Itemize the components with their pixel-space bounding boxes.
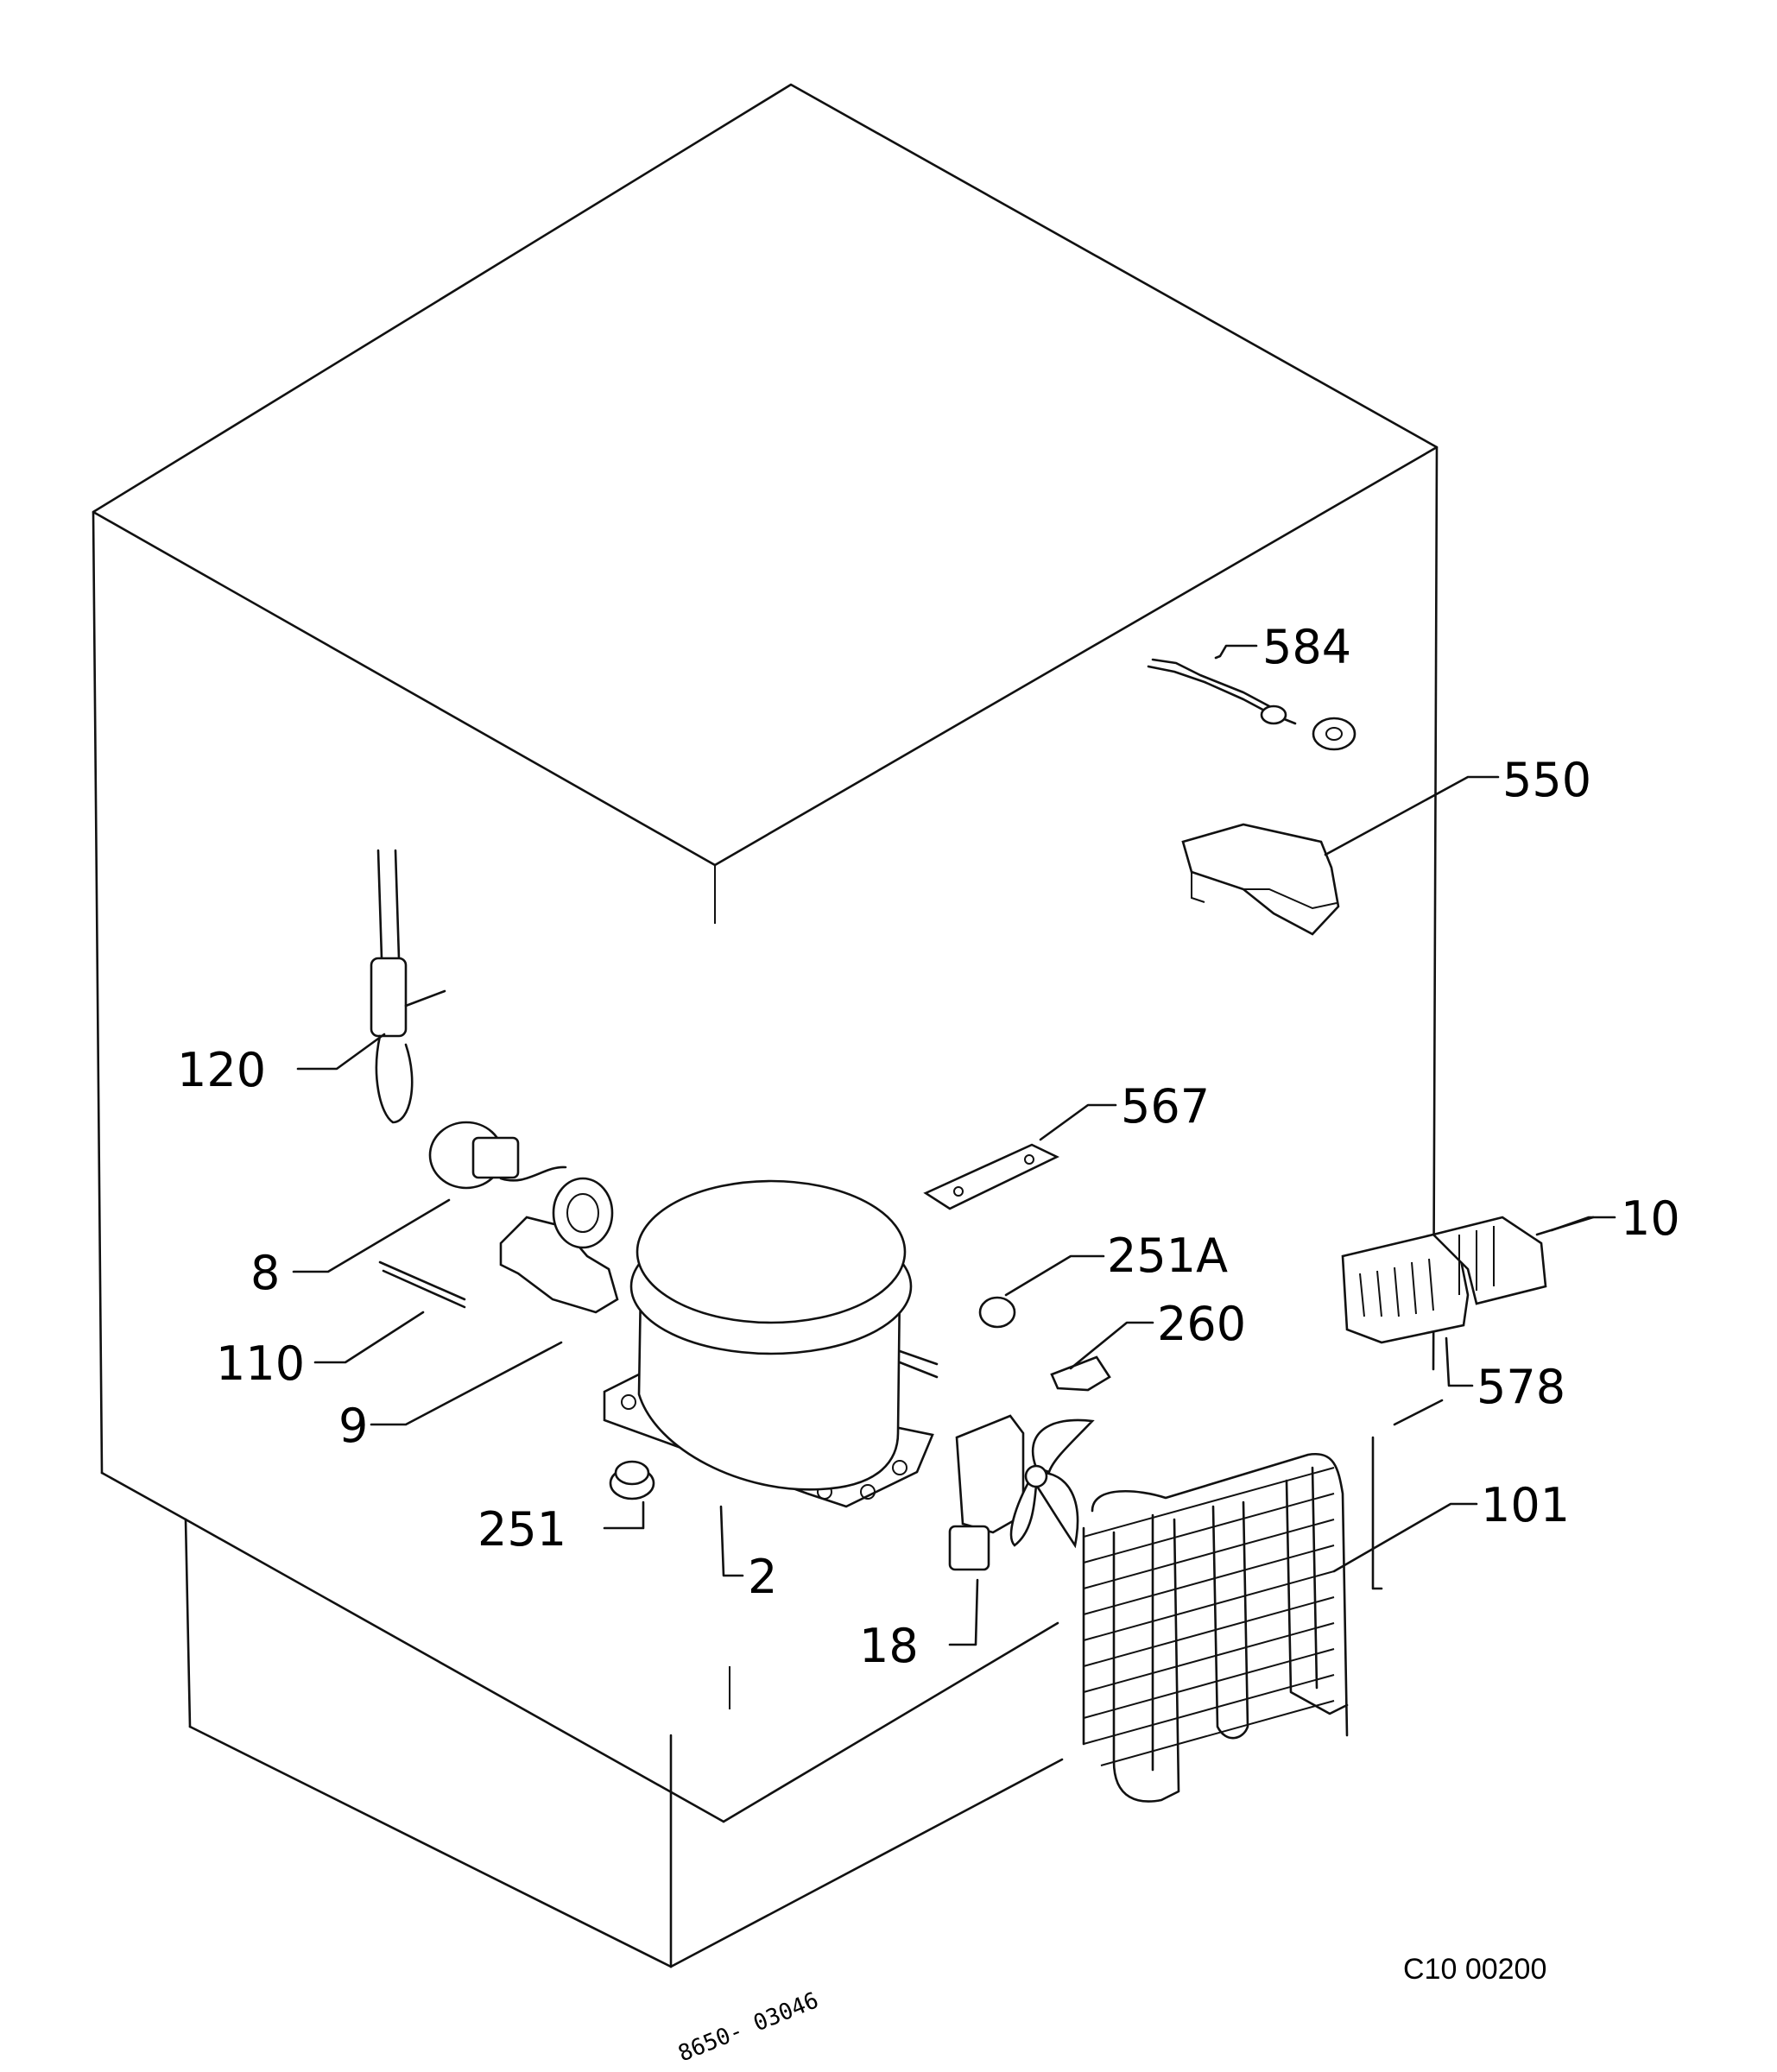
part-18-fan-motor bbox=[948, 1414, 1095, 1571]
label-550: 550 bbox=[1502, 753, 1591, 807]
part-260-clip bbox=[1050, 1355, 1111, 1392]
label-8: 8 bbox=[250, 1246, 280, 1300]
label-251a: 251A bbox=[1107, 1229, 1228, 1283]
cabinet-outline bbox=[92, 83, 1439, 1968]
part-584-earth-wire bbox=[1147, 658, 1356, 751]
part-110-rod bbox=[378, 1260, 466, 1309]
part-567-plate bbox=[923, 1143, 1059, 1210]
part-550-bracket bbox=[1181, 823, 1340, 936]
label-18: 18 bbox=[859, 1619, 919, 1673]
part-251a-grommet bbox=[978, 1296, 1016, 1329]
part-251-grommet bbox=[609, 1460, 655, 1500]
part-9-clamp bbox=[499, 1177, 619, 1314]
part-101-condenser bbox=[1082, 1452, 1349, 1803]
leader-lines bbox=[292, 644, 1616, 1646]
handwritten-number: 8650- 03046 bbox=[674, 1987, 822, 2067]
label-101: 101 bbox=[1481, 1478, 1570, 1532]
label-2: 2 bbox=[748, 1550, 777, 1604]
label-578: 578 bbox=[1477, 1360, 1565, 1414]
label-110: 110 bbox=[216, 1336, 305, 1391]
part-8-thermostat bbox=[428, 1121, 567, 1190]
label-260: 260 bbox=[1157, 1297, 1246, 1351]
part-10-578-relay-cover bbox=[1341, 1216, 1595, 1344]
label-9: 9 bbox=[338, 1399, 368, 1453]
part-labels: 584 550 120 567 10 251A 8 260 110 578 9 … bbox=[177, 620, 1680, 1673]
part-120-relay bbox=[370, 849, 446, 1124]
label-10: 10 bbox=[1621, 1191, 1680, 1246]
label-584: 584 bbox=[1262, 620, 1351, 674]
label-251: 251 bbox=[477, 1502, 566, 1557]
label-120: 120 bbox=[177, 1043, 266, 1097]
label-567: 567 bbox=[1121, 1079, 1210, 1134]
drawing-code: C10 00200 bbox=[1403, 1953, 1546, 1986]
part-2-compressor bbox=[603, 1179, 939, 1508]
